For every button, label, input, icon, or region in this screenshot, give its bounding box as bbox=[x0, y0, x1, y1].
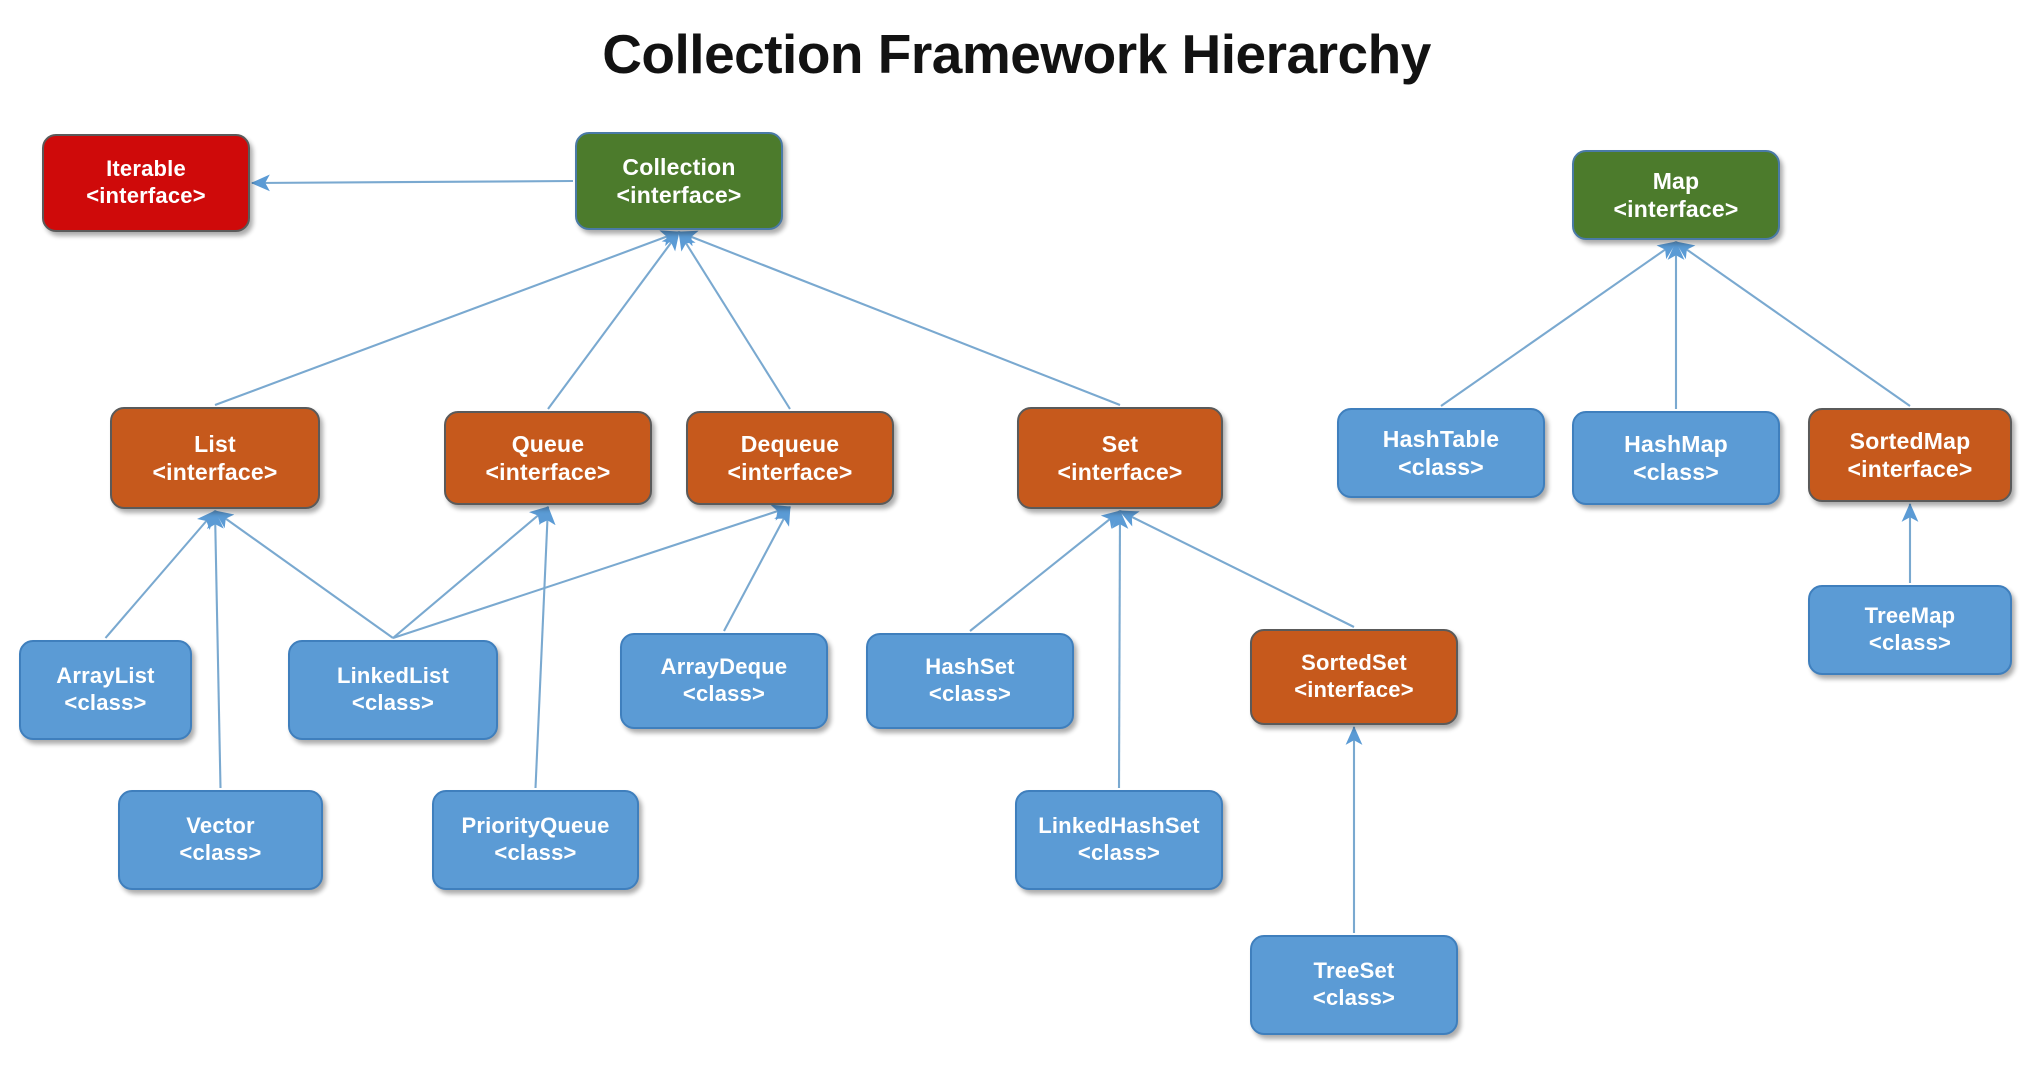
node-name: HashMap bbox=[1624, 430, 1728, 457]
node-treemap[interactable]: TreeMap<class> bbox=[1808, 585, 2012, 675]
node-name: SortedMap bbox=[1849, 427, 1971, 454]
node-iterable[interactable]: Iterable<interface> bbox=[42, 134, 250, 232]
edge-arraylist-to-list bbox=[104, 510, 216, 639]
edge-queue-to-collection bbox=[547, 231, 680, 410]
node-hashtable[interactable]: HashTable<class> bbox=[1337, 408, 1545, 498]
edge-linkedhashset-to-set bbox=[1111, 509, 1129, 789]
node-arraydeque[interactable]: ArrayDeque<class> bbox=[620, 633, 828, 729]
node-stereotype: <class> bbox=[351, 690, 435, 715]
edge-list-to-collection bbox=[214, 230, 680, 406]
node-set[interactable]: Set<interface> bbox=[1017, 407, 1223, 509]
node-name: Dequeue bbox=[740, 430, 840, 457]
node-name: Iterable bbox=[106, 156, 186, 182]
node-name: Set bbox=[1101, 430, 1139, 457]
node-stereotype: <class> bbox=[1398, 454, 1484, 480]
node-name: ArrayDeque bbox=[660, 654, 788, 680]
node-stereotype: <class> bbox=[179, 840, 262, 865]
node-priorityqueue[interactable]: PriorityQueue<class> bbox=[432, 790, 639, 890]
edge-sortedset-to-set bbox=[1119, 510, 1355, 628]
node-stereotype: <class> bbox=[494, 840, 577, 865]
node-stereotype: <interface> bbox=[485, 459, 611, 485]
edge-collection-to-iterable bbox=[250, 174, 574, 192]
node-linkedlist[interactable]: LinkedList<class> bbox=[288, 640, 498, 740]
node-arraylist[interactable]: ArrayList<class> bbox=[19, 640, 192, 740]
node-name: TreeSet bbox=[1313, 958, 1395, 984]
node-map[interactable]: Map<interface> bbox=[1572, 150, 1780, 240]
node-stereotype: <interface> bbox=[1057, 459, 1183, 485]
edge-hashset-to-set bbox=[969, 510, 1121, 632]
node-vector[interactable]: Vector<class> bbox=[118, 790, 323, 890]
edge-sortedmap-to-map bbox=[1675, 241, 1911, 407]
node-list[interactable]: List<interface> bbox=[110, 407, 320, 509]
edge-priorityqueue-to-queue bbox=[534, 505, 556, 789]
node-stereotype: <interface> bbox=[1613, 196, 1739, 222]
node-stereotype: <interface> bbox=[727, 459, 853, 485]
node-name: ArrayList bbox=[56, 663, 155, 689]
node-hashmap[interactable]: HashMap<class> bbox=[1572, 411, 1780, 505]
node-stereotype: <class> bbox=[64, 690, 147, 715]
node-stereotype: <interface> bbox=[86, 183, 206, 208]
node-stereotype: <class> bbox=[1312, 985, 1396, 1010]
node-treeset[interactable]: TreeSet<class> bbox=[1250, 935, 1458, 1035]
node-name: SortedSet bbox=[1301, 650, 1407, 676]
node-collection[interactable]: Collection<interface> bbox=[575, 132, 783, 230]
node-stereotype: <class> bbox=[1077, 840, 1161, 865]
node-name: Map bbox=[1652, 167, 1700, 194]
edge-dequeue-to-collection bbox=[678, 231, 791, 410]
edge-set-to-collection bbox=[678, 230, 1121, 406]
node-queue[interactable]: Queue<interface> bbox=[444, 411, 652, 505]
edge-linkedlist-to-queue bbox=[392, 506, 549, 639]
node-name: LinkedHashSet bbox=[1038, 813, 1200, 839]
edge-arraydeque-to-dequeue bbox=[723, 506, 791, 632]
edge-vector-to-list bbox=[206, 509, 224, 789]
node-name: HashSet bbox=[925, 654, 1015, 680]
node-name: PriorityQueue bbox=[461, 813, 610, 839]
node-name: Vector bbox=[186, 813, 255, 839]
node-stereotype: <interface> bbox=[152, 459, 278, 485]
node-name: Queue bbox=[511, 430, 585, 457]
node-linkedhashset[interactable]: LinkedHashSet<class> bbox=[1015, 790, 1223, 890]
node-name: Collection bbox=[622, 153, 736, 180]
node-dequeue[interactable]: Dequeue<interface> bbox=[686, 411, 894, 505]
edge-linkedlist-to-dequeue bbox=[392, 504, 791, 639]
node-stereotype: <class> bbox=[682, 681, 766, 706]
node-stereotype: <class> bbox=[1633, 459, 1719, 485]
edge-linkedlist-to-list bbox=[214, 510, 394, 639]
node-name: List bbox=[194, 430, 236, 457]
node-name: LinkedList bbox=[336, 663, 449, 689]
node-stereotype: <class> bbox=[928, 681, 1012, 706]
node-hashset[interactable]: HashSet<class> bbox=[866, 633, 1074, 729]
node-name: TreeMap bbox=[1864, 603, 1956, 629]
node-sortedset[interactable]: SortedSet<interface> bbox=[1250, 629, 1458, 725]
node-stereotype: <interface> bbox=[616, 182, 742, 208]
edge-hashtable-to-map bbox=[1440, 241, 1677, 407]
page-title: Collection Framework Hierarchy bbox=[602, 23, 1431, 85]
node-stereotype: <class> bbox=[1868, 630, 1952, 655]
node-stereotype: <interface> bbox=[1847, 456, 1973, 482]
node-name: HashTable bbox=[1382, 425, 1500, 452]
node-stereotype: <interface> bbox=[1294, 677, 1414, 702]
node-sortedmap[interactable]: SortedMap<interface> bbox=[1808, 408, 2012, 502]
